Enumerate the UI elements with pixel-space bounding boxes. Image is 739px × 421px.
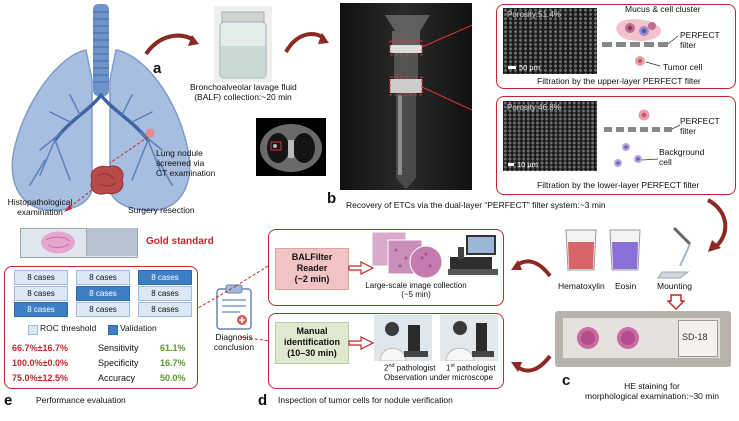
manual-title: Manual: [296, 326, 328, 336]
arrow-from-balfilter: [348, 261, 375, 275]
lower-filter-caption: Filtration by the lower-layer PERFECT fi…: [537, 180, 700, 190]
panel-letter-b: b: [327, 190, 337, 207]
gold-standard-label: Gold standard: [146, 236, 214, 247]
legend-validation-label: Validation: [120, 323, 157, 333]
eosin-label: Eosin: [615, 281, 637, 291]
case-cell: 8 cases: [138, 270, 192, 285]
case-cell: 8 cases: [138, 286, 192, 301]
ct-lungs: [260, 124, 322, 172]
recovery-caption: Recovery of ETCs via the dual-layer “PER…: [346, 200, 606, 210]
arrow-balf-to-filter: [284, 32, 329, 54]
observation-label: Observation under microscope: [384, 373, 493, 382]
arrow-he-to-manual: [511, 354, 552, 373]
pathologist-photo-2: [374, 315, 432, 361]
mucus-label: Mucus & cell cluster: [625, 4, 701, 14]
case-cell: 8 cases: [138, 302, 192, 317]
balfilter-title: BALFilter: [291, 252, 333, 262]
balf-bottle-photo: [214, 6, 272, 82]
surgery-resection-tissue: [90, 165, 124, 195]
lower-filter-micrograph: [503, 101, 597, 171]
inspection-caption: Inspection of tumor cells for nodule ver…: [278, 395, 453, 405]
lower-scale-label: 10 μm: [517, 160, 538, 169]
dashed-connector-lower: [239, 336, 271, 342]
case-cell: 8 cases: [76, 302, 130, 317]
metric-left-value: 100.0%±0.0%: [12, 358, 68, 368]
tissue-section: [41, 231, 75, 254]
metric-right-value: 50.0%: [160, 373, 186, 383]
lower-filter-schematic: [604, 109, 681, 167]
case-cell: 8 cases: [14, 302, 68, 317]
staining-dishes: [565, 226, 692, 279]
slide-label-area: [86, 228, 137, 256]
upper-filter-schematic: [602, 19, 679, 67]
balfilter-time: (~2 min): [294, 274, 330, 284]
metric-name: Accuracy: [98, 373, 136, 383]
pathologist-2-label: 2nd pathologist: [384, 363, 436, 373]
scanner-microscope: [448, 235, 498, 275]
dashed-connector: [197, 265, 269, 309]
arrow-filter-to-he: [706, 198, 728, 252]
pathologist-1-label: 1st pathologist: [446, 363, 496, 373]
he-tissue-spots: [577, 327, 639, 349]
diagnosis-clipboard-icon: [216, 284, 252, 330]
he-tiles-stack: [372, 232, 442, 279]
panel-letter-e: e: [4, 392, 13, 409]
arrow-lung-to-balf: [144, 33, 199, 56]
upper-porosity: Porosity:51.4%: [507, 10, 561, 19]
cases-grid: 8 cases 8 cases 8 cases 8 cases 8 cases …: [12, 270, 192, 322]
case-cell: 8 cases: [14, 286, 68, 301]
large-scale-label: Large-scale image collection(~5 min): [365, 281, 467, 300]
balf-label: Bronchoalveolar lavage fluid(BALF) colle…: [190, 82, 297, 102]
metric-left-value: 66.7%±16.7%: [12, 343, 68, 353]
slide-label-text: SD-18: [682, 332, 708, 342]
upper-scale-bar: [508, 66, 516, 69]
upper-scale-label: 50 μm: [519, 63, 540, 72]
hematoxylin-label: Hematoxylin: [558, 281, 605, 291]
case-cell: 8 cases: [14, 270, 68, 285]
surgery-label: Surgery resection: [128, 205, 195, 215]
metric-right-value: 16.7%: [160, 358, 186, 368]
panel-letter-d: d: [258, 392, 268, 409]
balfilter-reader-box: BALFilter Reader (~2 min): [275, 248, 349, 290]
metric-left-value: 75.0%±12.5%: [12, 373, 68, 383]
mounting-label: Mounting: [657, 281, 692, 291]
manual-subtitle: identification: [284, 337, 340, 347]
arrow-he-to-balfilter: [511, 259, 552, 278]
histo-arrow: [64, 189, 93, 212]
performance-caption: Performance evaluation: [36, 395, 126, 405]
legend-roc-swatch: [28, 325, 38, 335]
pathologist-photo-1: [440, 315, 498, 361]
lower-porosity: Porosity:46.8%: [507, 103, 561, 112]
panel-letter-c: c: [562, 372, 571, 389]
balfilter-subtitle: Reader: [296, 263, 328, 273]
arrow-from-manual: [348, 336, 375, 350]
upper-filter-micrograph: [503, 8, 597, 74]
manual-id-box: Manual identification (10–30 min): [275, 322, 349, 364]
upper-filter-caption: Filtration by the upper-layer PERFECT fi…: [537, 76, 701, 86]
manual-time: (10–30 min): [287, 348, 337, 358]
filter-tube-drawing: [385, 15, 472, 189]
legend-roc-label: ROC threshold: [40, 323, 97, 333]
legend-validation-swatch: [108, 325, 118, 335]
case-cell: 8 cases: [76, 270, 130, 285]
lungs-illustration: [11, 4, 191, 212]
slide-label-box: [678, 320, 718, 357]
metric-name: Sensitivity: [98, 343, 139, 353]
arrow-to-slide: [667, 294, 685, 310]
metric-right-value: 61.1%: [160, 343, 186, 353]
lower-scale-bar: [508, 163, 514, 166]
panel-letter-a: a: [153, 60, 162, 77]
tumor-cell-label: Tumor cell: [663, 62, 703, 72]
case-cell: 8 cases: [76, 286, 130, 301]
metric-name: Specificity: [98, 358, 139, 368]
